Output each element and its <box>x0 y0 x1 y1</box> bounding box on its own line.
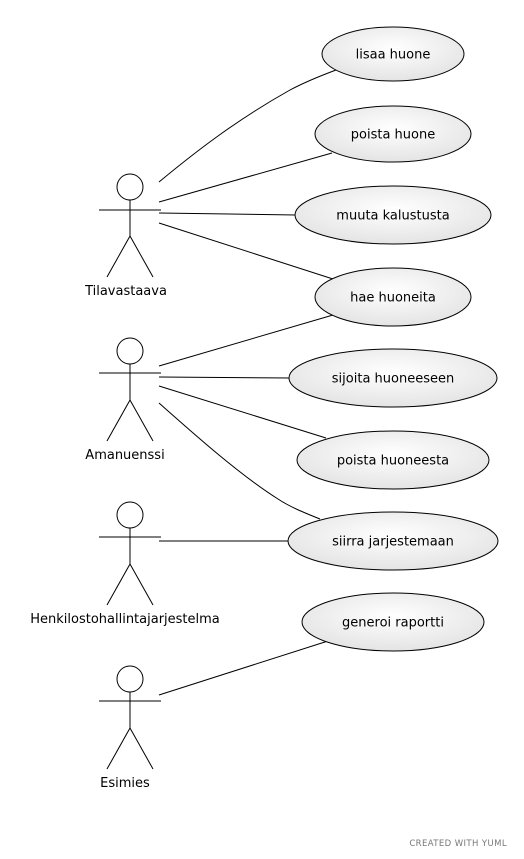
use-case-label: lisaa huone <box>356 48 431 63</box>
actor-label: Tilavastaava <box>84 284 167 299</box>
footer-credit: CREATED WITH YUML <box>409 839 507 849</box>
association-amanuenssi-sijoita <box>158 376 291 379</box>
association-tilavastaava-muuta <box>158 212 297 216</box>
association-tilavastaava-hae <box>158 222 334 280</box>
association-tilavastaava-poista <box>158 152 333 203</box>
use-case-label: poista huone <box>351 128 435 143</box>
association-tilavastaava-lisaa <box>158 69 337 183</box>
use-case-label: poista huoneesta <box>337 454 449 469</box>
stick-figure-icon <box>99 501 161 606</box>
use-case-poista-huone[interactable]: poista huone <box>314 105 472 163</box>
actor-henkilostohallintajarjestelma[interactable]: Henkilostohallintajarjestelma <box>30 501 220 627</box>
actor-esimies[interactable]: Esimies <box>99 665 161 791</box>
association-amanuenssi-hae <box>158 314 334 367</box>
associations <box>158 69 337 696</box>
use-case-label: siirra jarjestemaan <box>332 535 454 550</box>
use-case-label: hae huoneita <box>350 291 436 306</box>
use-case-label: generoi raportti <box>342 616 444 631</box>
stick-figure-icon <box>99 337 161 442</box>
actor-tilavastaava[interactable]: Tilavastaava <box>84 173 167 299</box>
use-case-sijoita-huoneeseen[interactable]: sijoita huoneeseen <box>288 348 498 408</box>
stick-figure-icon <box>99 665 161 770</box>
use-case-poista-huoneesta[interactable]: poista huoneesta <box>296 430 490 490</box>
use-case-lisaa-huone[interactable]: lisaa huone <box>321 26 465 82</box>
association-amanuenssi-siirra <box>158 402 321 520</box>
actor-label: Amanuenssi <box>85 448 164 463</box>
actor-amanuenssi[interactable]: Amanuenssi <box>85 337 165 463</box>
use-case-label: muuta kalustusta <box>336 209 449 224</box>
use-case-siirra-jarjestemaan[interactable]: siirra jarjestemaan <box>287 511 499 571</box>
association-esimies-generoi <box>158 640 329 696</box>
association-amanuenssi-poista-huoneesta <box>158 385 327 439</box>
actor-label: Henkilostohallintajarjestelma <box>30 612 220 627</box>
use-case-hae-huoneita[interactable]: hae huoneita <box>314 267 472 327</box>
use-cases: lisaa huone poista huone muuta kalustust… <box>287 26 499 652</box>
stick-figure-icon <box>99 173 161 278</box>
actor-label: Esimies <box>100 776 150 791</box>
use-case-muuta-kalustusta[interactable]: muuta kalustusta <box>294 185 492 245</box>
use-case-label: sijoita huoneeseen <box>332 372 454 387</box>
use-case-generoi-raportti[interactable]: generoi raportti <box>301 592 485 652</box>
